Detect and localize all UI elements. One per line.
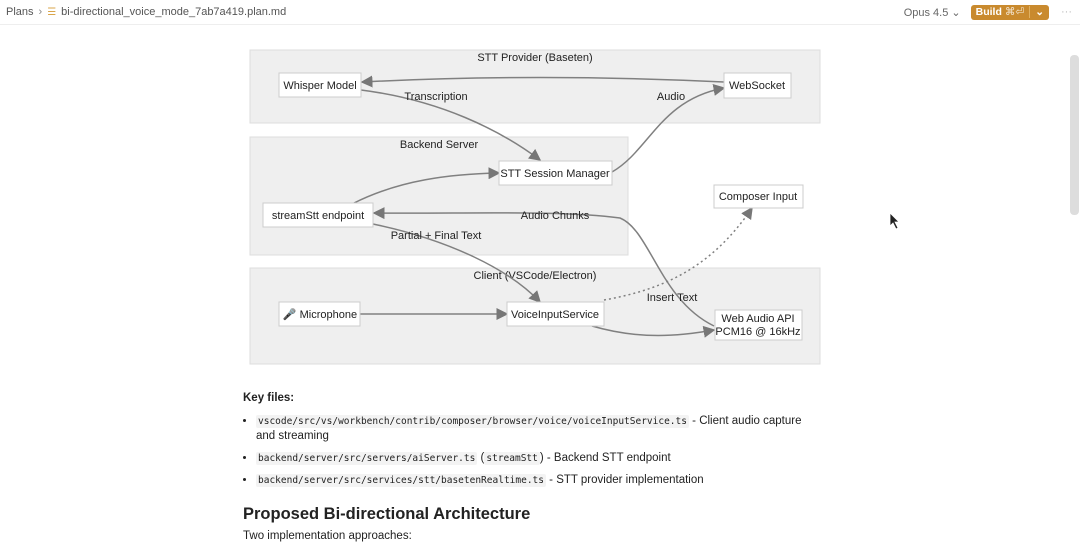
build-shortcut: ⌘⏎ (1004, 6, 1025, 18)
node-whisper-model: Whisper Model (278, 72, 362, 98)
node-microphone: 🎤 Microphone (278, 301, 361, 327)
key-file-item: backend/server/src/servers/aiServer.ts (… (256, 451, 803, 466)
file-path: backend/server/src/servers/aiServer.ts (256, 452, 478, 465)
svg-text:VoiceInputService: VoiceInputService (511, 309, 599, 321)
edge-label-insert-text: Insert Text (647, 292, 698, 304)
group-backend-label: Backend Server (400, 139, 479, 151)
file-path: vscode/src/vs/workbench/contrib/composer… (256, 415, 689, 428)
top-bar: Plans › ☰ bi-directional_voice_mode_7ab7… (0, 0, 1080, 25)
more-icon[interactable]: ··· (1061, 6, 1072, 18)
build-label: Build (975, 6, 1002, 18)
edge-label-partial-final: Partial + Final Text (391, 230, 482, 242)
chevron-down-icon: ⌄ (951, 6, 961, 19)
breadcrumb-plans[interactable]: Plans (6, 6, 34, 18)
svg-text:Whisper Model: Whisper Model (283, 80, 356, 92)
edge-label-audio: Audio (657, 91, 685, 103)
node-stt-session-manager: STT Session Manager (498, 160, 613, 186)
key-files-title: Key files: (243, 392, 295, 404)
node-streamstt-endpoint: streamStt endpoint (262, 202, 374, 228)
mouse-cursor-icon (889, 212, 900, 230)
svg-text:WebSocket: WebSocket (729, 80, 785, 92)
group-client-label: Client (VSCode/Electron) (474, 270, 597, 282)
breadcrumb-file[interactable]: bi-directional_voice_mode_7ab7a419.plan.… (61, 6, 287, 18)
group-backend (249, 136, 629, 256)
file-path: backend/server/src/services/stt/basetenR… (256, 474, 546, 487)
file-desc: - Backend STT endpoint (543, 452, 671, 464)
svg-text:🎤 Microphone: 🎤 Microphone (283, 307, 357, 321)
key-files-section: Key files: vscode/src/vs/workbench/contr… (243, 392, 803, 542)
model-selector[interactable]: Opus 4.5 ⌄ (904, 6, 961, 19)
section-heading: Proposed Bi-directional Architecture (243, 505, 531, 523)
edge-label-transcription: Transcription (404, 91, 467, 103)
build-button[interactable]: Build⌘⏎ ⌄ (970, 4, 1049, 20)
list-file-icon: ☰ (47, 6, 57, 18)
svg-text:Composer Input: Composer Input (719, 191, 797, 203)
chevron-right-icon: › (38, 6, 43, 18)
file-desc: - Client audio capture and streaming (256, 415, 802, 442)
svg-text:streamStt endpoint: streamStt endpoint (272, 210, 364, 222)
svg-text:Web Audio API: Web Audio API (721, 313, 794, 325)
svg-text:STT Session Manager: STT Session Manager (500, 168, 610, 180)
node-websocket: WebSocket (723, 72, 792, 99)
section-intro: Two implementation approaches: (243, 530, 412, 542)
group-stt-label: STT Provider (Baseten) (477, 52, 592, 64)
function-name: streamStt (484, 452, 540, 465)
node-voice-input-service: VoiceInputService (506, 301, 605, 327)
node-composer-input: Composer Input (713, 184, 804, 209)
model-label: Opus 4.5 (903, 6, 949, 19)
build-dropdown-icon[interactable]: ⌄ (1029, 6, 1049, 18)
file-desc: - STT provider implementation (545, 474, 704, 486)
edge-label-audio-chunks: Audio Chunks (521, 210, 590, 222)
svg-text:PCM16 @ 16kHz: PCM16 @ 16kHz (715, 326, 800, 338)
key-file-item: backend/server/src/services/stt/basetenR… (256, 473, 803, 488)
scrollbar-thumb[interactable] (1070, 55, 1079, 215)
key-file-item: vscode/src/vs/workbench/contrib/composer… (256, 414, 803, 444)
